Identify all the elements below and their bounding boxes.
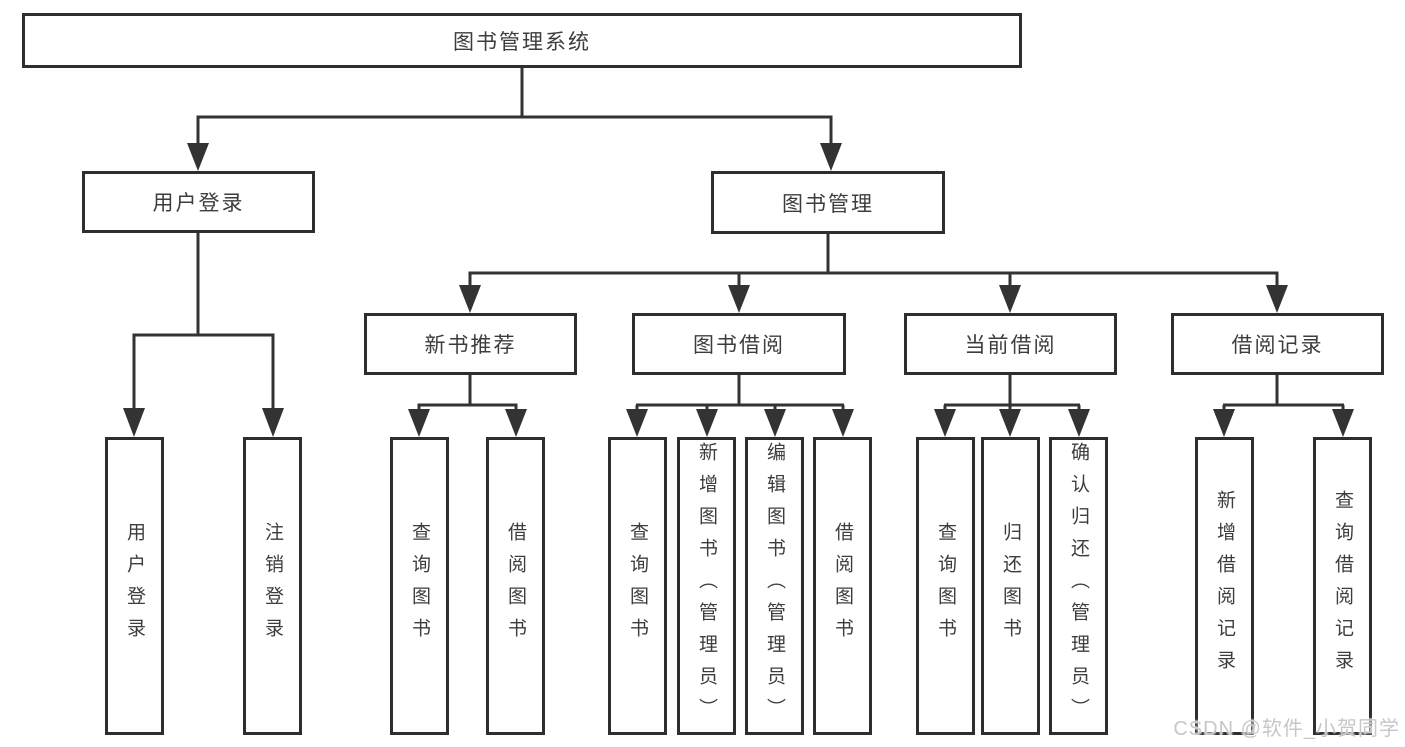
leaf-recommend-borrow-books: 借阅图书 (486, 437, 545, 735)
leaf-current-confirm-return-admin: 确认归还（管理员） (1049, 437, 1108, 735)
node-borrowing-records: 借阅记录 (1171, 313, 1384, 375)
leaf-records-add-borrow-record: 新增借阅记录 (1195, 437, 1254, 735)
node-current-borrowing: 当前借阅 (904, 313, 1117, 375)
leaf-borrowing-search-books: 查询图书 (608, 437, 667, 735)
arrowhead-icons (123, 143, 1354, 437)
leaf-borrowing-add-books-admin: 新增图书（管理员） (677, 437, 736, 735)
leaf-logout: 注销登录 (243, 437, 302, 735)
node-new-book-recommend: 新书推荐 (364, 313, 577, 375)
csdn-watermark: CSDN @软件_小贺同学 (1173, 718, 1400, 740)
leaf-user-login: 用户登录 (105, 437, 164, 735)
node-user-login: 用户登录 (82, 171, 315, 233)
leaf-current-search-books: 查询图书 (916, 437, 975, 735)
leaf-current-return-books: 归还图书 (981, 437, 1040, 735)
node-library-management-system: 图书管理系统 (22, 13, 1022, 68)
leaf-borrowing-borrow-books: 借阅图书 (813, 437, 872, 735)
leaf-borrowing-edit-books-admin: 编辑图书（管理员） (745, 437, 804, 735)
node-book-borrowing: 图书借阅 (632, 313, 846, 375)
node-book-management: 图书管理 (711, 171, 945, 234)
leaf-recommend-search-books: 查询图书 (390, 437, 449, 735)
leaf-records-search-borrow-record: 查询借阅记录 (1313, 437, 1372, 735)
